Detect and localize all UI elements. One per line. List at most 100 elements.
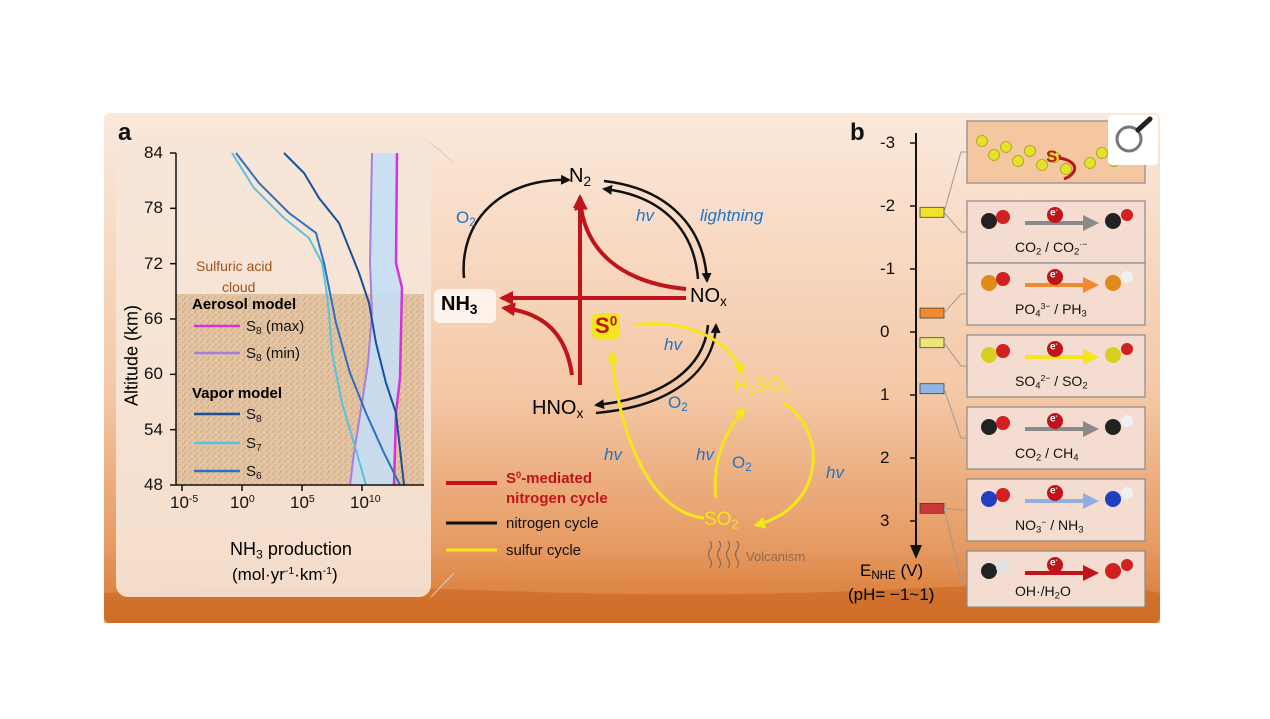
n2-label: N2 (569, 165, 591, 189)
nh3-sub: 3 (469, 301, 478, 317)
couple-part: 3 (1081, 308, 1087, 320)
x-units-sup2: -1 (322, 565, 332, 578)
couple-part: 2− (1040, 373, 1051, 384)
couple-part: 2 (1054, 590, 1060, 602)
redox-couple-label: NO3− / NH3 (1015, 517, 1084, 536)
so2-sub: 2 (731, 516, 739, 532)
reduction-arrowhead (1083, 349, 1099, 365)
h2so4-sub2: 4 (782, 382, 790, 398)
potential-sub: NHE (871, 570, 896, 583)
h2so4-sub1: 2 (747, 382, 755, 398)
sulfur-atom (1060, 163, 1072, 175)
reduction-arrowhead (1083, 277, 1099, 293)
molecule-left (981, 419, 997, 435)
s8-curve (283, 152, 405, 486)
x-axis-label-rest: production (262, 539, 352, 559)
o2-low-label: O2 (732, 453, 752, 474)
electron-label: e- (1050, 207, 1058, 218)
x-tick-base: 10 (170, 493, 189, 512)
electron-sup: - (1055, 557, 1058, 564)
cloud-label-2: cloud (222, 279, 256, 295)
magnifier-icon[interactable] (1108, 115, 1158, 165)
redox-connector (943, 508, 967, 580)
s8-min-curve (349, 152, 374, 486)
h2so4-b: SO (754, 375, 783, 396)
o2-left-label: O2 (456, 208, 476, 229)
electron-label: e- (1050, 557, 1058, 568)
hnox-sub: x (576, 405, 584, 421)
sulfur-atom (1024, 145, 1036, 157)
couple-part: ·− (1079, 239, 1088, 250)
molecule-right (1105, 491, 1121, 507)
s7-sub: 7 (256, 442, 262, 454)
couple-part: 4 (1073, 452, 1079, 464)
hnox-label: HNOx (532, 397, 583, 421)
lightning-label: lightning (700, 206, 764, 225)
s7-curve (231, 152, 367, 486)
arrow-so2-to-s0 (606, 350, 705, 520)
s8min-suffix: (min) (261, 345, 301, 362)
arrow-n2-to-nox (603, 179, 712, 283)
reduction-arrowhead (1083, 493, 1099, 509)
molecule-left (981, 275, 997, 291)
s0-sup: 0 (609, 313, 618, 329)
x-tick-label: 100 (230, 493, 255, 513)
potential-tick-label: -3 (880, 133, 896, 152)
nh3-base: NH (441, 293, 470, 315)
nox-sub: x (720, 293, 727, 309)
figure-graphics (104, 113, 1160, 623)
molecule-right (1105, 347, 1121, 363)
redox-connector (943, 507, 967, 511)
electron-label: e- (1050, 341, 1058, 352)
y-axis-label: Altitude (km) (121, 304, 142, 407)
molecule-right-atom (1121, 415, 1133, 427)
molecule-right (1105, 419, 1121, 435)
sulfur-atom (1012, 155, 1024, 167)
arrow-nh3-to-n2 (462, 174, 571, 279)
couple-part: 2 (1036, 246, 1042, 258)
electron-base: e (1050, 341, 1056, 353)
volcano-wave-2 (716, 540, 722, 569)
arrow-so2-to-h2so4 (713, 406, 746, 499)
potential-level-marker (919, 337, 945, 349)
s7-base: S (246, 435, 257, 452)
cycle-diagram (446, 174, 815, 569)
s8-base: S (246, 406, 257, 423)
electron-base: e (1050, 269, 1056, 281)
potential-tick-label: 3 (880, 511, 890, 530)
molecule-left-atom (996, 488, 1010, 502)
legend-aerosol-title: Aerosol model (192, 296, 297, 313)
molecule-right-atom (1121, 271, 1133, 283)
couple-part: CO (1015, 445, 1036, 461)
legend-s6: S6 (246, 463, 262, 482)
so2-base: SO (704, 509, 732, 530)
h2so4-a: H (734, 375, 748, 396)
couple-part: SO (1062, 373, 1083, 389)
n2-sub: 2 (583, 173, 592, 189)
legend-s8-min: S8 (min) (246, 345, 300, 364)
electron-sup: - (1055, 269, 1058, 276)
electron-badge (1047, 485, 1063, 501)
nox-label: NOx (690, 285, 727, 309)
s6-sub: 6 (256, 470, 262, 482)
potential-tick-label: 1 (880, 385, 890, 404)
hv-label-right: hv (826, 463, 844, 482)
sulfur-atom (988, 149, 1000, 161)
couple-part: / (1050, 301, 1063, 317)
molecule-left (981, 213, 997, 229)
nh3-label: NH3 (441, 293, 477, 317)
o2-left-base: O (456, 208, 470, 227)
s0-base: S (595, 313, 610, 338)
redox-panel (910, 120, 1146, 608)
molecule-left-atom (996, 416, 1010, 430)
sulfur-atom (976, 135, 988, 147)
magnifier-icon-svg (1115, 116, 1153, 153)
o2-low-sub: 2 (745, 462, 752, 475)
redox-connector (943, 342, 967, 367)
arrow-red-curve-nox-n2 (573, 196, 687, 291)
volcano-wave-4 (734, 540, 740, 569)
volcano-wave-1 (707, 540, 713, 569)
legend-s0-base: S (506, 470, 517, 488)
y-tick-label: 72 (144, 253, 163, 273)
